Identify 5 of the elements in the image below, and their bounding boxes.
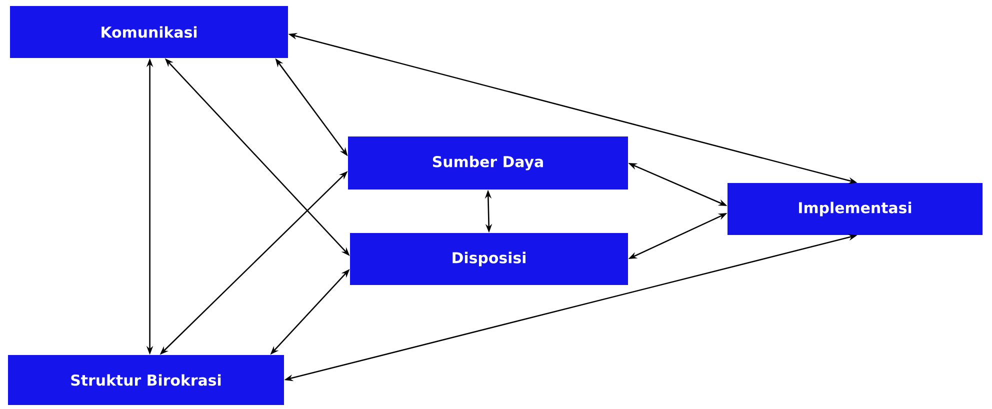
label-box: Struktur Birokrasi bbox=[8, 355, 284, 405]
label-box: Sumber Daya bbox=[348, 136, 628, 190]
label-box: Implementasi bbox=[728, 183, 982, 235]
label-box: Komunikasi bbox=[10, 6, 288, 58]
label-box: Disposisi bbox=[350, 233, 628, 285]
